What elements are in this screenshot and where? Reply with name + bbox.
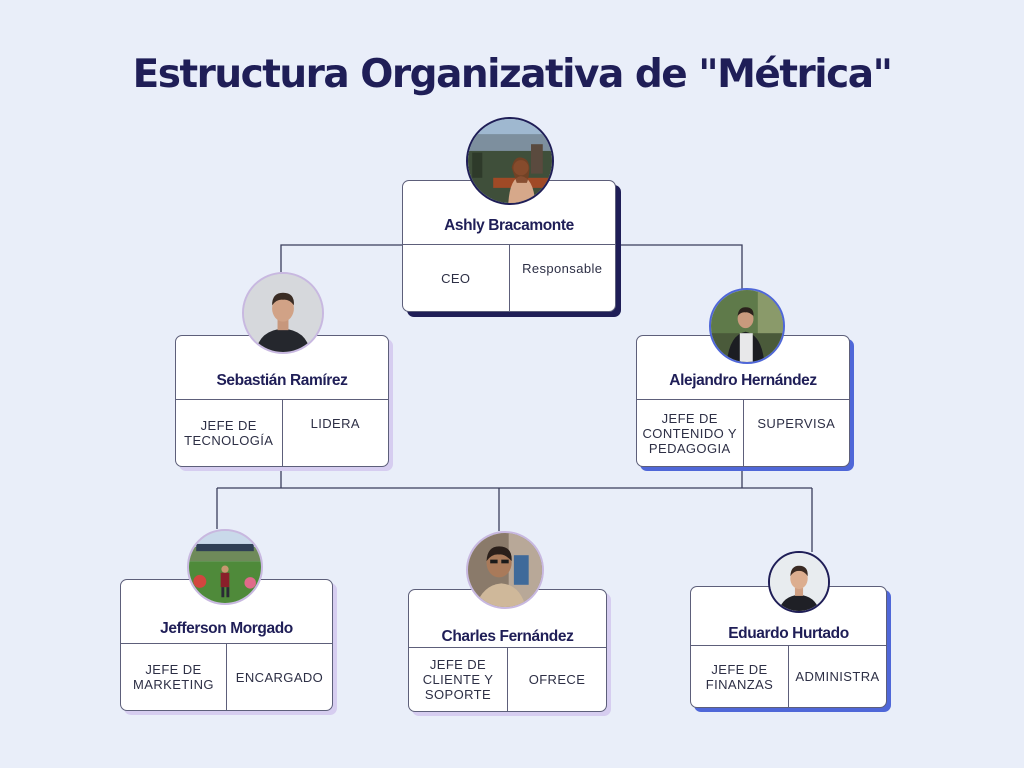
diagram-title: Estructura Organizativa de "Métrica" <box>132 52 893 97</box>
member-action: OFRECE <box>507 648 606 711</box>
portrait-photo <box>244 274 322 352</box>
avatar-jefferson <box>187 529 263 605</box>
member-name: Alejandro Hernández <box>669 372 817 389</box>
member-name: Charles Fernández <box>441 628 574 645</box>
member-role: JEFE DE FINANZAS <box>705 661 774 692</box>
member-action: Responsable <box>508 245 616 311</box>
avatar-charles <box>466 531 544 609</box>
member-action: ENCARGADO <box>226 644 332 710</box>
avatar-alejandro <box>709 288 785 364</box>
connector-ceo-right <box>616 244 743 289</box>
member-role: JEFE DE CONTENIDO Y PEDAGOGIA <box>642 410 737 456</box>
member-role: JEFE DE CLIENTE Y SOPORTE <box>422 657 494 702</box>
member-name: Ashly Bracamonte <box>444 217 574 234</box>
member-name: Eduardo Hurtado <box>728 625 849 642</box>
member-action: ADMINISTRA <box>788 646 886 707</box>
portrait-photo <box>770 553 828 611</box>
org-card-charles: Charles Fernández JEFE DE CLIENTE Y SOPO… <box>408 589 607 712</box>
portrait-photo <box>468 119 552 203</box>
member-action: SUPERVISA <box>742 400 850 466</box>
member-action: LIDERA <box>281 400 389 466</box>
member-name: Sebastián Ramírez <box>216 372 348 389</box>
member-name: Jefferson Morgado <box>160 620 293 637</box>
member-role: JEFE DE MARKETING <box>133 662 214 692</box>
connector-ceo-left <box>280 244 402 272</box>
avatar-eduardo <box>768 551 830 613</box>
org-card-alejandro: Alejandro Hernández JEFE DE CONTENIDO Y … <box>636 335 850 467</box>
portrait-photo <box>189 531 261 603</box>
portrait-photo <box>468 533 542 607</box>
avatar-sebastian <box>242 272 324 354</box>
portrait-photo <box>711 290 783 362</box>
member-role: JEFE DE TECNOLOGÍA <box>184 418 274 448</box>
org-card-sebastian: Sebastián Ramírez JEFE DE TECNOLOGÍA LID… <box>175 335 389 467</box>
member-role: CEO <box>441 270 471 286</box>
avatar-ashly <box>466 117 554 205</box>
